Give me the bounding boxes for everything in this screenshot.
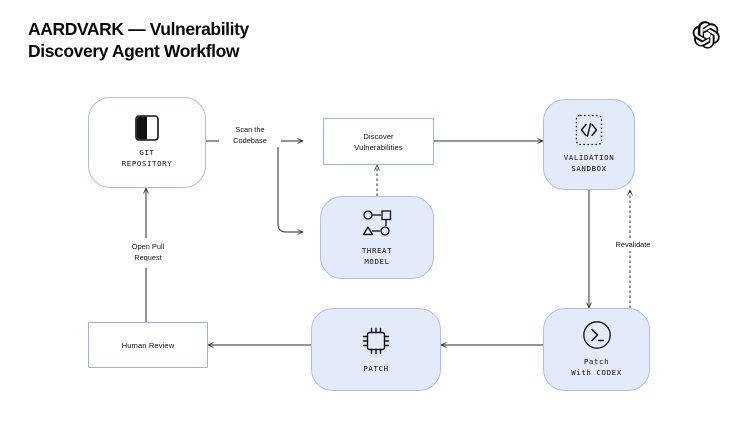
node-patch[interactable]: PATCH <box>311 308 441 391</box>
code-sandbox-icon <box>575 115 603 146</box>
node-label-discover-vulnerabilities: Discover Vulnerabilities <box>354 131 403 152</box>
edge-scan-to-threat-model <box>277 141 303 232</box>
node-label-validation-sandbox: VALIDATION SANDBOX <box>563 153 615 173</box>
node-validation-sandbox[interactable]: VALIDATION SANDBOX <box>543 99 635 190</box>
node-git-repository[interactable]: GIT REPOSITORY <box>88 97 206 188</box>
node-discover-vulnerabilities[interactable]: Discover Vulnerabilities <box>323 118 434 165</box>
git-split-square-icon <box>135 115 159 142</box>
node-label-patch: PATCH <box>363 363 389 373</box>
terminal-prompt-icon <box>582 321 611 350</box>
page-title: AARDVARK — Vulnerability Discovery Agent… <box>28 19 249 62</box>
node-label-human-review: Human Review <box>121 340 175 350</box>
node-patch-with-codex[interactable]: Patch With CODEX <box>543 308 650 391</box>
openai-logo <box>692 21 720 49</box>
edge-label-scan-codebase: Scan the Codebase <box>219 123 281 148</box>
node-label-git-repository: GIT REPOSITORY <box>121 148 173 168</box>
node-human-review[interactable]: Human Review <box>88 322 208 368</box>
node-threat-model[interactable]: THREAT MODEL <box>320 196 434 279</box>
edge-label-revalidate: Revalidate <box>600 238 666 252</box>
node-label-threat-model: THREAT MODEL <box>361 246 393 266</box>
node-label-patch-with-codex: Patch With CODEX <box>571 357 622 377</box>
threat-graph-icon <box>362 210 392 236</box>
chip-icon <box>362 327 390 354</box>
edge-label-open-pull-request: Open Pull Request <box>114 240 182 265</box>
